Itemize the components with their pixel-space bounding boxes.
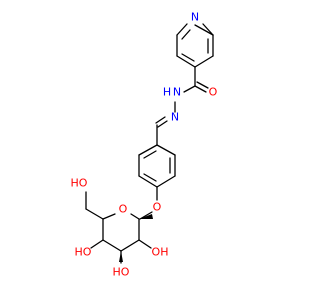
bond	[155, 116, 166, 124]
bond	[156, 175, 176, 188]
structure-canvas: N O N H N O O HO HO HO OH	[71, 11, 218, 279]
bond	[90, 239, 104, 249]
carbonyl-oxygen-label: O	[209, 86, 218, 99]
bond	[85, 208, 104, 220]
wedge-bond	[139, 214, 153, 219]
bond	[176, 23, 188, 36]
aryl-ether-oxygen-label: O	[153, 201, 162, 214]
bond	[194, 55, 214, 68]
bond	[139, 211, 153, 220]
amide-hydrogen-label: H	[163, 86, 171, 99]
bond	[183, 85, 196, 93]
bond	[130, 213, 140, 220]
c2-hydroxyl-label: OH	[152, 246, 169, 259]
bond	[196, 81, 209, 89]
pyridine-nitrogen-label: N	[191, 11, 199, 24]
c3-hydroxyl-label: HO	[113, 266, 130, 279]
bonds	[85, 23, 214, 264]
bond	[102, 213, 116, 220]
bond	[194, 85, 207, 93]
bond	[181, 53, 195, 62]
wedge-bond	[119, 251, 123, 262]
bond	[138, 175, 158, 188]
bond	[202, 23, 214, 36]
bond	[176, 55, 196, 68]
bond	[138, 144, 158, 156]
bond	[156, 144, 176, 156]
bond	[157, 120, 168, 128]
bond	[138, 239, 152, 249]
bond	[181, 29, 191, 40]
bond	[143, 150, 157, 159]
bond	[102, 239, 122, 252]
c4-hydroxyl-label: HO	[75, 246, 92, 259]
molecule-drawing: N O N H N O O HO HO HO OH	[71, 11, 218, 279]
ch2oh-hydroxyl-label: HO	[71, 177, 88, 190]
wedge-bonds	[119, 214, 153, 262]
bond	[120, 239, 140, 252]
atom-labels: N O N H N O O HO HO HO OH	[71, 11, 218, 279]
amide-nitrogen-label: N	[173, 86, 181, 99]
bond	[143, 173, 157, 182]
hydrazone-nitrogen-label: N	[171, 111, 179, 124]
bond	[194, 24, 214, 36]
ring-oxygen-label: O	[119, 203, 128, 216]
